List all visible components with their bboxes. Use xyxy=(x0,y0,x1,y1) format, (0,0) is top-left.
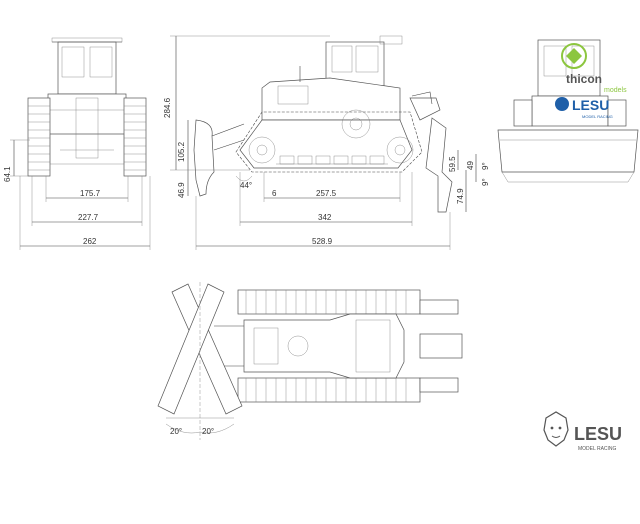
dim-angle-9-b: 9° xyxy=(481,178,490,186)
front-view: 175.7 227.7 262 64.1 xyxy=(3,37,151,250)
dim-46-9: 46.9 xyxy=(177,182,186,198)
dim-284-6: 284.6 xyxy=(163,97,172,118)
lesu-sub-bottom: MODEL RACING xyxy=(578,446,617,452)
dim-105-2: 105.2 xyxy=(177,141,186,162)
dim-64-1: 64.1 xyxy=(3,166,12,182)
dim-227-7: 227.7 xyxy=(78,213,99,222)
thicon-wordmark: thicon xyxy=(566,72,602,86)
rear-view xyxy=(497,39,639,183)
dim-angle-20-right: 20° xyxy=(202,427,214,436)
dim-257-5: 257.5 xyxy=(316,189,337,198)
lesu-logo-bottom: LESU MODEL RACING xyxy=(543,411,622,452)
dim-49: 49 xyxy=(466,161,475,170)
dim-74-9: 74.9 xyxy=(456,188,465,204)
lesu-wordmark-bottom: LESU xyxy=(574,424,622,444)
thicon-sub: models xyxy=(604,87,627,94)
top-view: 20° 20° xyxy=(157,282,463,440)
dim-angle-44: 44° xyxy=(240,181,252,190)
lesu-wordmark-top: LESU xyxy=(572,97,609,113)
dim-angle-20-left: 20° xyxy=(170,427,182,436)
dim-angle-9-a: 9° xyxy=(481,162,490,170)
thicon-logo: thicon models xyxy=(561,43,627,94)
lesu-logo-top: LESU MODEL RACING xyxy=(555,97,613,119)
dim-175-7: 175.7 xyxy=(80,189,101,198)
dim-528-9: 528.9 xyxy=(312,237,333,246)
lion-icon xyxy=(543,411,569,447)
lesu-sub-top: MODEL RACING xyxy=(582,114,613,119)
dim-262: 262 xyxy=(83,237,97,246)
dim-342: 342 xyxy=(318,213,332,222)
side-view: 284.6 105.2 46.9 44° 6 257.5 342 528.9 5… xyxy=(163,35,490,250)
dim-6: 6 xyxy=(272,189,277,198)
dim-59-5: 59.5 xyxy=(448,156,457,172)
